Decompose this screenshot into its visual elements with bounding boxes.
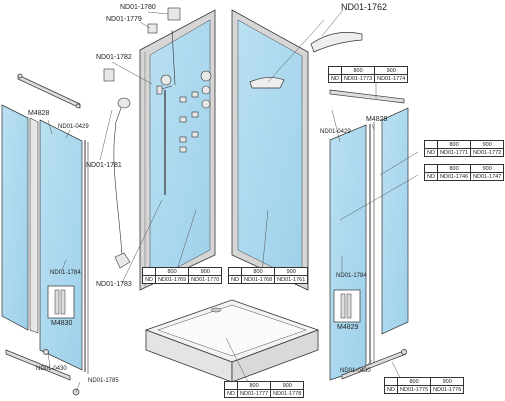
label-nd01-1780: ND01-1780 — [120, 4, 156, 11]
top-left-rail — [17, 73, 81, 109]
label-m4830: M4830 — [51, 320, 73, 327]
label-m4828-right: M4828 — [366, 116, 388, 123]
bottom-right-rail — [341, 349, 407, 380]
label-nd01-1785: ND01-1785 — [88, 378, 119, 384]
m4830-handle-box — [47, 285, 75, 319]
left-fixed-glass-panel — [39, 119, 89, 374]
top-right-rail — [329, 89, 405, 104]
label-nd01-1782: ND01-1782 — [96, 54, 132, 61]
leader-lines — [47, 9, 419, 393]
label-nd01-1781: ND01-1781 — [86, 162, 122, 169]
shower-tray — [144, 299, 320, 383]
soap-dish — [249, 32, 363, 89]
label-nd01-1784-left: ND01-1784 — [50, 270, 81, 276]
right-fixed-glass-panel — [329, 122, 375, 381]
m4829-handle-box — [333, 289, 361, 323]
bottom-left-rail — [5, 349, 80, 396]
label-nd01-0430-right: ND01-0430 — [340, 368, 371, 374]
back-right-glass-panel — [231, 9, 309, 291]
label-nd01-0429-left: ND01-0429 — [58, 124, 89, 130]
label-m4829: M4829 — [337, 324, 359, 331]
label-nd01-1762: ND01-1762 — [341, 2, 388, 12]
label-nd01-1784-right: ND01-1784 — [336, 273, 367, 279]
left-door-glass-panel — [1, 104, 39, 334]
label-nd01-0430-left: ND01-0430 — [36, 366, 67, 372]
hand-shower — [103, 68, 131, 269]
right-door-glass-panel — [381, 107, 409, 335]
label-nd01-0429-right: ND01-0429 — [320, 129, 351, 135]
label-nd01-1783: ND01-1783 — [96, 281, 132, 288]
back-left-glass-panel — [139, 9, 216, 291]
shower-column-fittings — [147, 7, 212, 195]
label-m4828-left: M4828 — [28, 110, 50, 117]
label-nd01-1779: ND01-1779 — [106, 16, 142, 23]
